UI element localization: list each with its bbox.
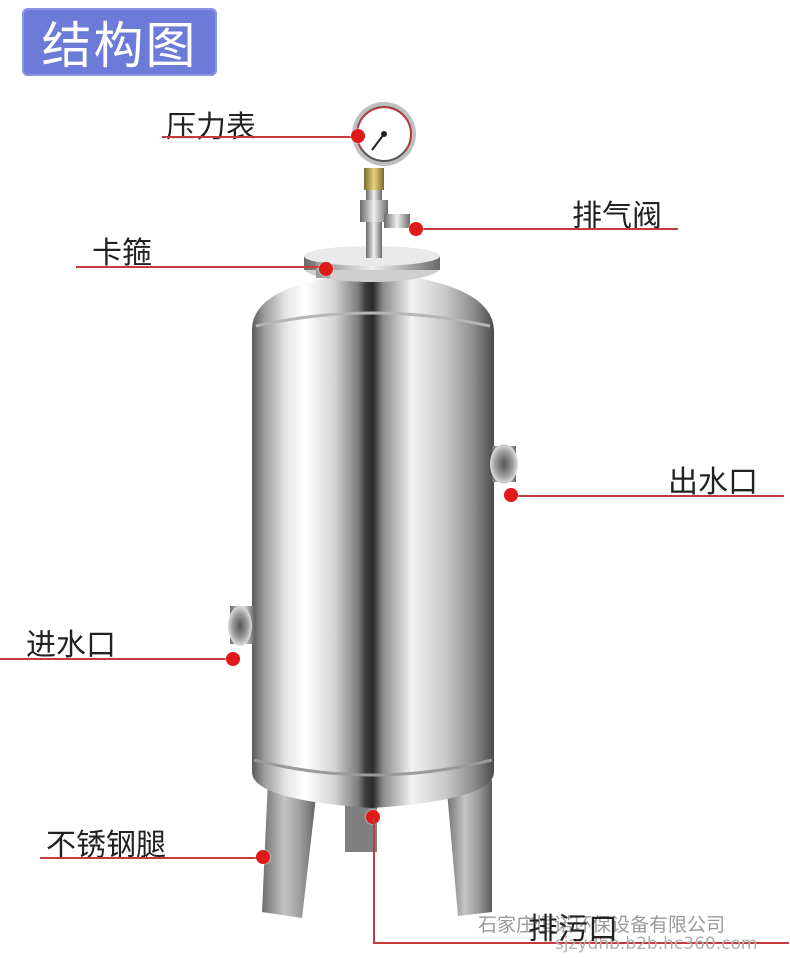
callout-dot-steel-legs [256,850,270,864]
watermark-company: 石家庄恒诺环保设备有限公司 [478,914,726,936]
callout-line-water-outlet [512,495,784,497]
callout-dot-pressure-gauge [351,129,365,143]
callout-line-pressure-gauge [162,136,360,138]
callout-line-steel-legs [40,857,264,859]
callout-dot-water-outlet [504,488,518,502]
label-water-inlet: 进水口 [26,628,116,663]
callout-dot-vent-valve [409,222,423,236]
callout-line-clamp [76,266,326,268]
page-title: 结构图 [22,8,217,76]
label-clamp: 卡箍 [92,236,152,271]
callout-line-drain-outlet [373,942,789,944]
callout-line-water-inlet [0,658,234,660]
callout-vline-drain-outlet [373,818,375,944]
label-water-outlet: 出水口 [668,465,758,500]
callout-line-vent-valve [416,228,678,230]
callout-dot-water-inlet [226,652,240,666]
callout-dot-clamp [319,262,333,276]
callout-dot-drain-outlet [366,810,380,824]
label-drain-outlet: 排污口 [528,912,618,947]
label-pressure-gauge: 压力表 [166,110,256,145]
watermark-url: sjzydhb.b2b.hc360.com [555,934,758,954]
pressure-gauge-icon [352,102,416,166]
